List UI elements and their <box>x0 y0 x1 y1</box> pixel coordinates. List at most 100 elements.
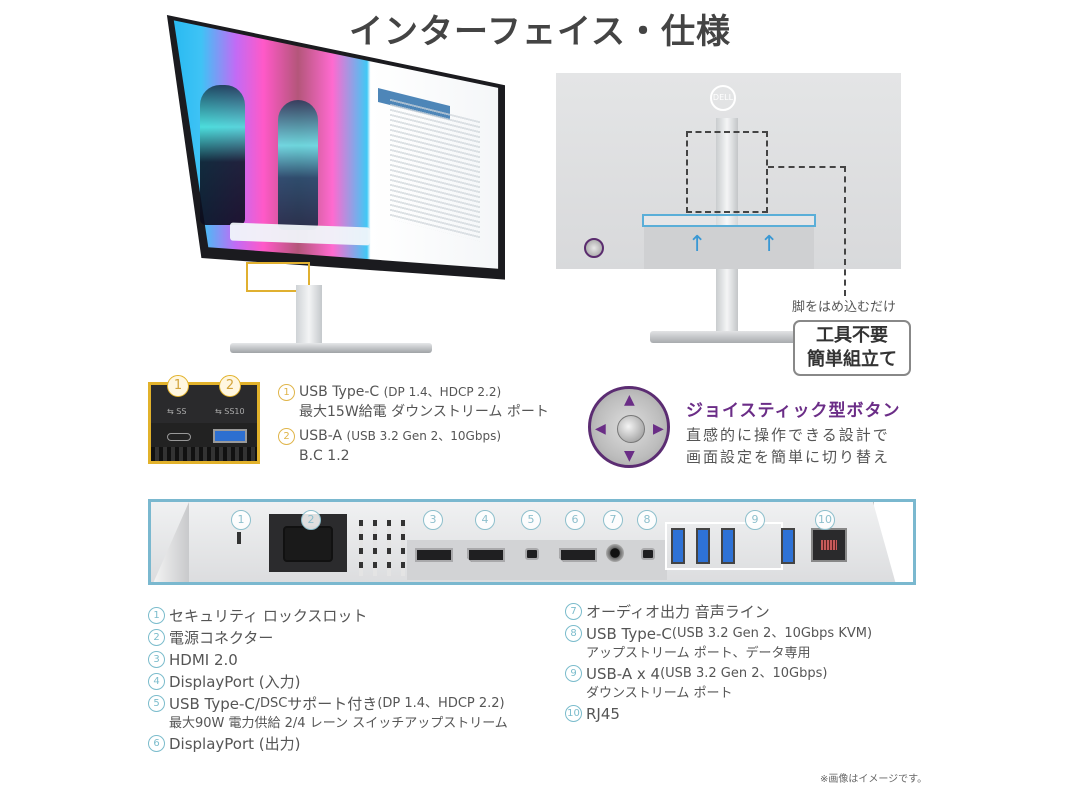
usb-a-port-icon <box>781 528 795 564</box>
port-number-badge: 9 <box>745 510 765 530</box>
power-socket <box>283 526 333 562</box>
usb-c-port-icon <box>525 548 539 560</box>
vent <box>359 520 363 576</box>
legend-text: サポート付き <box>287 695 378 713</box>
legend-text: USB Type-C <box>586 625 672 643</box>
number-badge: 8 <box>565 625 582 642</box>
leader-line <box>844 166 846 296</box>
page-title: インターフェイス・仕様 <box>349 12 731 52</box>
rj45-port-icon <box>811 528 847 562</box>
stand-neck <box>296 285 322 345</box>
spec-line2: 最大15W給電 ダウンストリーム ポート <box>299 404 549 420</box>
usb-a-port-icon <box>721 528 735 564</box>
vesa-mount-outline <box>686 131 768 213</box>
panel-edge <box>873 502 913 582</box>
dancer-figure <box>200 85 245 225</box>
stand-bracket-highlight <box>642 214 816 227</box>
arrow-up-icon: ↑ <box>760 232 779 257</box>
displayport-out-icon <box>559 548 597 562</box>
legend-text: USB-A x 4 <box>586 665 661 683</box>
hdmi-port-icon <box>415 548 453 562</box>
stand-base <box>230 343 432 353</box>
spec-detail: (USB 3.2 Gen 2、10Gbps) <box>346 429 502 443</box>
usb-c-port-icon <box>641 548 655 560</box>
arrow-right-icon: ▶ <box>653 421 664 437</box>
number-badge: 1 <box>278 384 295 401</box>
joystick-location-icon <box>584 238 604 258</box>
usb-c-port-icon <box>167 433 191 441</box>
number-badge: 10 <box>565 705 582 722</box>
stand-slot <box>644 227 814 269</box>
spec-item: 2 USB-A (USB 3.2 Gen 2、10Gbps) <box>278 426 549 446</box>
joystick-title: ジョイスティック型ボタン <box>686 401 901 421</box>
number-badge: 5 <box>148 695 165 712</box>
desc-line1: 直感的に操作できる設計で <box>686 426 890 444</box>
usb-symbol-icon: ⇆ SS <box>167 407 187 416</box>
stand-caption: 脚をはめ込むだけ <box>792 300 897 315</box>
number-badge: 7 <box>565 603 582 620</box>
document-text <box>390 98 480 242</box>
usb-a-port-icon <box>213 429 247 443</box>
closeup-vent <box>151 447 257 461</box>
back-monitor-image: DELL ↑ ↑ <box>556 73 901 373</box>
joystick-knob <box>617 415 645 443</box>
port-number-badge: 8 <box>637 510 657 530</box>
legend-text: HDMI 2.0 <box>169 651 238 669</box>
badge-line2: 簡単組立て <box>807 349 897 370</box>
port-number-badge: 7 <box>603 510 623 530</box>
number-badge: 2 <box>278 428 295 445</box>
front-monitor-image <box>160 15 510 360</box>
vent <box>373 520 377 576</box>
usb-a-port-icon <box>696 528 710 564</box>
joystick-description: 直感的に操作できる設計で 画面設定を簡単に切り替え <box>686 424 890 468</box>
dell-logo: DELL <box>710 85 736 111</box>
legend-line2: 最大90W 電力供給 2/4 レーン スイッチアップストリーム <box>169 716 508 731</box>
spec-name: USB-A <box>299 428 343 444</box>
audio-jack-icon <box>606 544 624 562</box>
arrow-down-icon: ▼ <box>624 448 635 464</box>
image-disclaimer: ※画像はイメージです。 <box>820 774 928 785</box>
legend-detail: (DP 1.4、HDCP 2.2) <box>377 696 505 711</box>
legend-line2: アップストリーム ポート、データ専用 <box>586 646 811 661</box>
number-badge: 2 <box>148 629 165 646</box>
legend-text: オーディオ出力 音声ライン <box>586 603 770 621</box>
legend-text: セキュリティ ロックスロット <box>169 607 368 625</box>
stand-base <box>650 331 810 343</box>
legend-text: RJ45 <box>586 705 620 723</box>
tool-free-badge: 工具不要 簡単組立て <box>793 320 911 376</box>
port-number-badge: 1 <box>167 375 189 397</box>
rear-ports-image: 1 2 3 4 5 6 7 8 9 10 <box>148 499 916 585</box>
port-number-badge: 4 <box>475 510 495 530</box>
legend-sub: DSC <box>259 696 288 711</box>
number-badge: 6 <box>148 735 165 752</box>
number-badge: 3 <box>148 651 165 668</box>
port-number-badge: 2 <box>219 375 241 397</box>
number-badge: 9 <box>565 665 582 682</box>
joystick-icon: ▲ ▼ ◀ ▶ <box>588 386 670 468</box>
panel-edge <box>151 502 189 582</box>
dancer-figure <box>278 100 318 230</box>
rj45-pins <box>821 540 837 550</box>
port-number-badge: 6 <box>565 510 585 530</box>
port-number-badge: 2 <box>301 510 321 530</box>
desc-line2: 画面設定を簡単に切り替え <box>686 448 891 466</box>
legend-text: 電源コネクター <box>169 629 274 647</box>
arrow-up-icon: ▲ <box>624 392 635 408</box>
legend-text: DisplayPort (出力) <box>169 735 301 753</box>
legend-detail: (USB 3.2 Gen 2、10Gbps) <box>660 666 828 681</box>
number-badge: 1 <box>148 607 165 624</box>
vent <box>387 520 391 576</box>
usb-a-port-icon <box>671 528 685 564</box>
security-slot-icon <box>237 532 241 544</box>
